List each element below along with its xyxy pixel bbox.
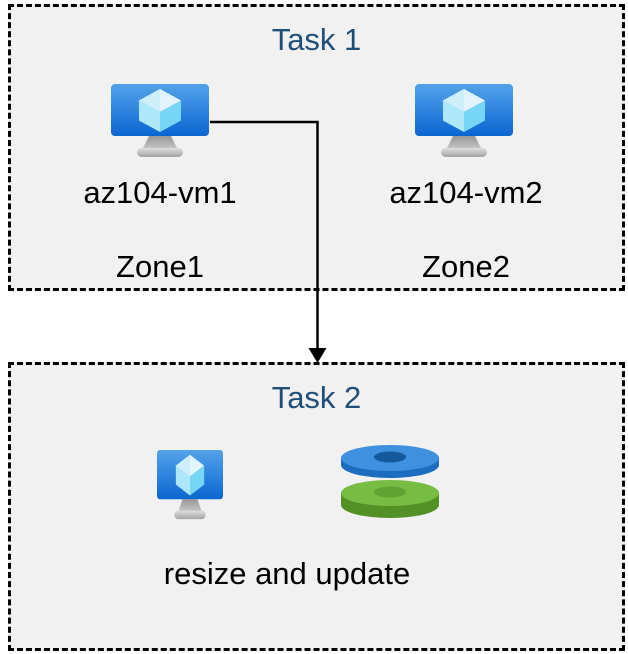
task1-title: Task 1 [271, 22, 362, 57]
virtual-machine-icon [111, 84, 209, 160]
task2-caption: resize and update [163, 556, 411, 591]
task2-title: Task 2 [271, 380, 362, 415]
vm1-zone: Zone1 [116, 249, 204, 284]
vm1-label: az104-vm1 Zone1 [40, 174, 280, 285]
vm2-label: az104-vm2 Zone2 [346, 174, 586, 285]
virtual-machine-icon [157, 450, 223, 522]
vm2-name: az104-vm2 [389, 175, 543, 210]
vm2-zone: Zone2 [422, 249, 510, 284]
task2-box [8, 362, 625, 651]
virtual-machine-icon [415, 84, 513, 160]
disks-icon [340, 444, 440, 518]
vm1-name: az104-vm1 [83, 175, 237, 210]
